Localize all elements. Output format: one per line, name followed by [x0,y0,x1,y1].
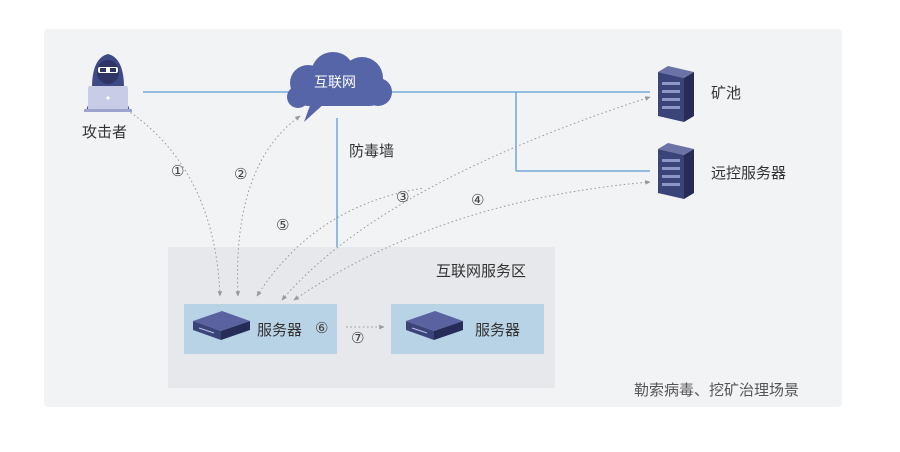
flow-4-server-remote [293,180,651,301]
step-4: ④ [471,191,485,209]
step-3: ③ [396,188,410,206]
zone-label: 互联网服务区 [436,262,527,280]
step-5: ⑤ [276,216,290,234]
step-2: ② [234,165,248,183]
flow-5-to-server [256,187,425,297]
flow-1-attacker-to-server [126,109,223,297]
attacker-label: 攻击者 [82,123,128,141]
step-7: ⑦ [351,329,365,347]
step-6: ⑥ [315,319,329,337]
remote-server-label: 远控服务器 [711,164,787,182]
server-right-label: 服务器 [475,321,521,339]
server-left-label: 服务器 [257,321,303,339]
internet-cloud-icon [287,52,392,122]
server-device-right-icon [406,311,463,340]
scene-caption: 勒索病毒、挖矿治理场景 [634,381,800,399]
flow-2-internet-server [235,115,301,297]
remote-server-icon [658,143,694,199]
server-device-left-icon [193,311,250,340]
attacker-icon [84,54,132,112]
internet-label: 互联网 [314,75,356,91]
firewall-label: 防毒墙 [349,142,395,160]
mining-pool-label: 矿池 [711,84,742,102]
step-1: ① [171,162,185,180]
mining-pool-server-icon [658,66,694,122]
